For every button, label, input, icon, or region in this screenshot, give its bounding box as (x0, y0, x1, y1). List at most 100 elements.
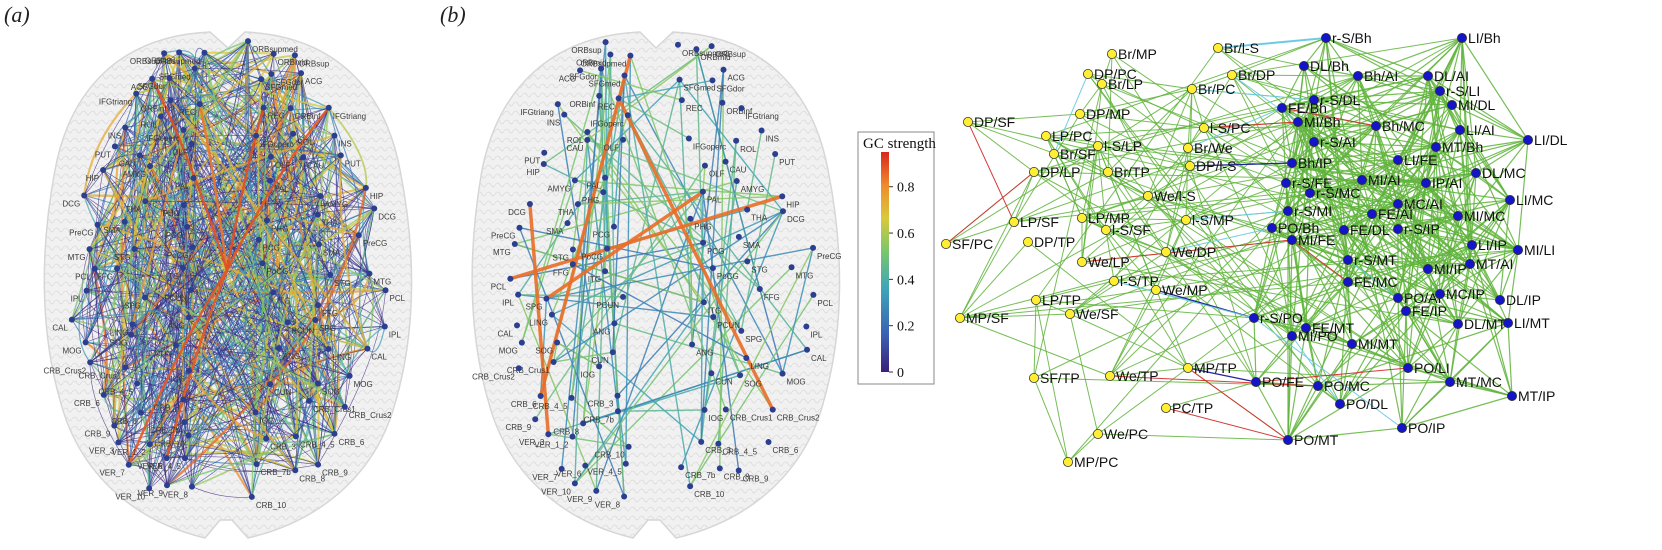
roi-node (700, 239, 707, 246)
network-edge-green (1371, 213, 1429, 270)
network-edge-green (1109, 367, 1189, 377)
roi-node (83, 287, 90, 294)
roi-node (147, 163, 154, 170)
network-edge-green (1313, 141, 1437, 148)
network-edge-green (1459, 129, 1529, 141)
network-edge-green (1291, 239, 1429, 270)
roi-label: ANG (593, 327, 610, 336)
roi-node (275, 345, 282, 352)
network-node-label: We/MP (1162, 282, 1208, 298)
gc-edge (574, 79, 681, 181)
gc-edge (574, 179, 783, 198)
network-edge-green (1439, 215, 1459, 295)
network-node-label: r-S/AI (1320, 134, 1356, 150)
roi-node (315, 241, 322, 248)
roi-label: THA (558, 208, 575, 217)
gc-edge (103, 246, 194, 396)
network-edge-green (1255, 381, 1289, 441)
roi-label: ORBsup (299, 59, 330, 68)
network-node-r-s-fe (1281, 177, 1292, 188)
gc-edge (514, 243, 705, 303)
roi-node (260, 104, 267, 111)
network-node-label: DP/PC (1094, 66, 1137, 82)
gc-edge (182, 399, 267, 440)
roi-label: SOG (322, 388, 340, 397)
gc-edge (587, 139, 784, 212)
gc-edge (114, 127, 127, 269)
network-edge-green (1165, 165, 1191, 253)
network-node-mi-fe (1287, 234, 1298, 245)
roi-label: PreCG (69, 229, 93, 238)
network-edge-green (1035, 299, 1069, 463)
network-edge-green (1287, 210, 1353, 345)
gc-edge (317, 290, 386, 465)
gc-edge (586, 45, 713, 141)
network-edge-green (1297, 90, 1441, 123)
network-edge-green (1165, 210, 1289, 253)
network-edge-green (1231, 37, 1463, 76)
network-edge-green (1113, 147, 1189, 282)
network-node-label: DL/AI (1434, 68, 1469, 84)
network-node-br-tp (1103, 166, 1114, 177)
roi-node (259, 260, 266, 267)
network-edge-green (1033, 171, 1353, 345)
gc-edge (263, 107, 319, 306)
colorbar-tick-label: 0.2 (897, 320, 915, 335)
network-node-we-lp (1077, 256, 1088, 267)
roi-node (735, 467, 742, 474)
network-node-l-s-pc (1199, 123, 1210, 134)
network-edge-green (1287, 141, 1315, 212)
network-edge-green (1401, 323, 1459, 429)
network-edge-green (1203, 127, 1451, 383)
network-edge-green (1317, 322, 1509, 387)
gc-edge (204, 51, 274, 55)
gc-edge (166, 289, 386, 459)
roi-node (607, 51, 614, 58)
network-edge-green (1285, 179, 1363, 184)
roi-node (516, 224, 523, 231)
roi-node (621, 72, 628, 79)
gc-edge (131, 52, 205, 325)
roi-label: PoCG (581, 253, 603, 262)
network-node-mp-pc (1063, 456, 1074, 467)
network-edge-green (1427, 75, 1529, 141)
roi-label: CRB_Crus1 (730, 414, 773, 423)
roi-label: MOG (787, 378, 806, 387)
network-edge-green (1291, 141, 1315, 164)
roi-node (94, 221, 101, 228)
network-edge-green (1457, 249, 1519, 325)
roi-label: IPL (810, 330, 823, 339)
gc-edge (365, 208, 386, 327)
roi-node (685, 135, 692, 142)
gc-edge (89, 156, 272, 250)
roi-node (735, 233, 742, 240)
network-edge-green (1325, 37, 1441, 92)
network-edge-green (1253, 281, 1349, 319)
network-node-dp-pc (1083, 69, 1094, 80)
gc-edge (570, 54, 612, 398)
gc-edge (148, 370, 190, 489)
network-edge-green (1507, 249, 1519, 324)
gc-edge (140, 78, 262, 413)
roi-node (779, 208, 786, 215)
network-node-label: l-S/PC (1210, 120, 1250, 136)
roi-label: SOG (744, 379, 762, 388)
network-node-r-s-mi (1283, 205, 1294, 216)
network-edge-green (1165, 251, 1255, 319)
network-edge-green (1079, 88, 1193, 115)
network-node-label: PC/TP (1172, 400, 1213, 416)
network-node-label: DP/TP (1034, 234, 1075, 250)
roi-node (708, 43, 715, 50)
roi-node (743, 355, 750, 362)
network-edge-red (945, 171, 1035, 245)
roi-label: SPG (124, 301, 141, 310)
network-edge-navy (1187, 367, 1257, 383)
network-edge-green (1343, 229, 1459, 325)
roi-node (381, 323, 388, 330)
gc-edge (83, 92, 137, 196)
network-node-mi-mc (1453, 210, 1464, 221)
network-node-label: MT/MC (1456, 374, 1502, 390)
gc-edge (71, 291, 274, 321)
network-edge-green (1033, 121, 1299, 173)
